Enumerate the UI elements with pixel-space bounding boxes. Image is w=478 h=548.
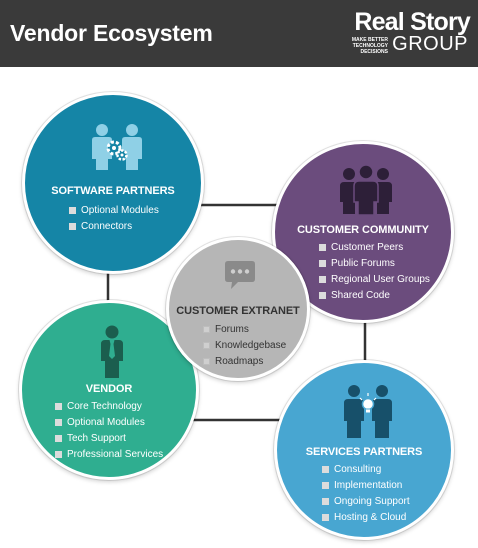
list-item: Hosting & Cloud bbox=[322, 510, 410, 526]
bullet-square bbox=[319, 243, 326, 251]
people-gears-icon bbox=[92, 124, 142, 170]
software-partners-node: SOFTWARE PARTNERS Optional Modules Conne… bbox=[22, 92, 204, 274]
list-item: Consulting bbox=[322, 462, 410, 478]
list-item: Forums bbox=[203, 322, 286, 338]
person-tie-icon bbox=[101, 325, 123, 378]
vendor-title: VENDOR bbox=[85, 383, 133, 395]
list-item: Optional Modules bbox=[55, 415, 163, 431]
list-item: Shared Code bbox=[319, 288, 430, 304]
list-item: Professional Services bbox=[55, 447, 163, 463]
bullet-square bbox=[55, 450, 62, 458]
customer-community-list: Customer Peers Public Forums Regional Us… bbox=[319, 240, 430, 304]
vendor-list: Core Technology Optional Modules Tech Su… bbox=[55, 399, 163, 463]
group-people-icon bbox=[340, 164, 392, 216]
software-partners-title: SOFTWARE PARTNERS bbox=[51, 185, 175, 197]
customer-extranet-node: CUSTOMER EXTRANET Forums Knowledgebase R… bbox=[166, 237, 310, 381]
chat-bubble-icon bbox=[225, 261, 255, 289]
software-partners-list: Optional Modules Connectors bbox=[69, 203, 159, 235]
header-bar: Vendor Ecosystem Real Story MAKE BETTER … bbox=[0, 0, 478, 67]
people-lightbulb-icon bbox=[344, 385, 392, 438]
customer-community-title: CUSTOMER COMMUNITY bbox=[297, 224, 429, 236]
bullet-square bbox=[319, 259, 326, 267]
services-partners-title: SERVICES PARTNERS bbox=[305, 446, 423, 458]
bullet-square bbox=[322, 481, 329, 489]
customer-extranet-list: Forums Knowledgebase Roadmaps bbox=[203, 322, 286, 370]
bullet-square bbox=[322, 513, 329, 521]
real-story-group-logo: Real Story MAKE BETTER TECHNOLOGY DECISI… bbox=[328, 8, 471, 58]
list-item: Tech Support bbox=[55, 431, 163, 447]
list-item: Optional Modules bbox=[69, 203, 159, 219]
bullet-square bbox=[322, 497, 329, 505]
bullet-square bbox=[203, 357, 210, 365]
logo-tagline-2: TECHNOLOGY DECISIONS bbox=[352, 43, 388, 55]
list-item: Regional User Groups bbox=[319, 272, 430, 288]
list-item: Knowledgebase bbox=[203, 338, 286, 354]
list-item: Ongoing Support bbox=[322, 494, 410, 510]
logo-tagline: MAKE BETTER TECHNOLOGY DECISIONS bbox=[328, 37, 388, 55]
list-item: Roadmaps bbox=[203, 354, 286, 370]
bullet-square bbox=[319, 291, 326, 299]
page-title: Vendor Ecosystem bbox=[10, 20, 213, 46]
list-item: Core Technology bbox=[55, 399, 163, 415]
bullet-square bbox=[69, 206, 76, 214]
bullet-square bbox=[55, 434, 62, 442]
list-item: Implementation bbox=[322, 478, 410, 494]
services-partners-node: SERVICES PARTNERS Consulting Implementat… bbox=[274, 360, 454, 540]
bullet-square bbox=[55, 418, 62, 426]
bullet-square bbox=[203, 325, 210, 333]
bullet-square bbox=[319, 275, 326, 283]
services-partners-list: Consulting Implementation Ongoing Suppor… bbox=[322, 462, 410, 526]
customer-extranet-title: CUSTOMER EXTRANET bbox=[176, 305, 300, 317]
bullet-square bbox=[55, 402, 62, 410]
logo-tagline-1: MAKE BETTER bbox=[351, 37, 388, 43]
list-item: Connectors bbox=[69, 219, 159, 235]
bullet-square bbox=[203, 341, 210, 349]
list-item: Customer Peers bbox=[319, 240, 430, 256]
logo-line2: GROUP bbox=[392, 33, 468, 55]
list-item: Public Forums bbox=[319, 256, 430, 272]
bullet-square bbox=[322, 465, 329, 473]
logo-line1: Real Story bbox=[354, 8, 470, 36]
bullet-square bbox=[69, 222, 76, 230]
